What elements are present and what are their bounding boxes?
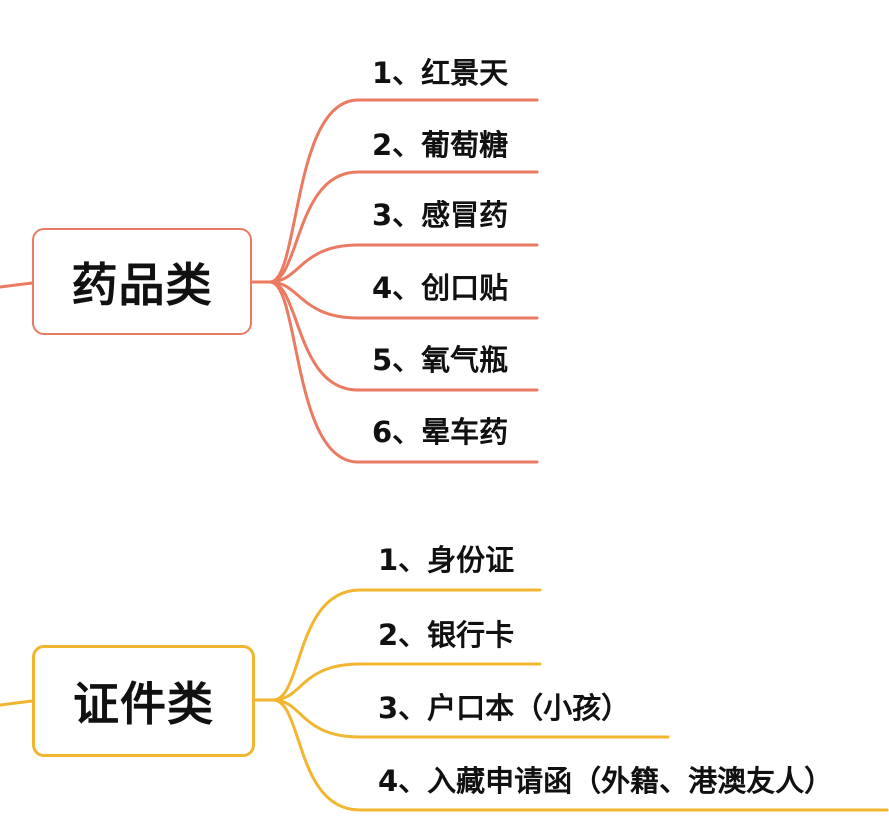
- branch-line: [253, 698, 889, 812]
- branch-line: [250, 280, 539, 464]
- subtopic-medicine-2[interactable]: 2、葡萄糖: [372, 128, 509, 162]
- document-branches: [0, 588, 889, 812]
- subtopic-medicine-5[interactable]: 5、氧气瓶: [372, 343, 509, 377]
- subtopic-documents-2[interactable]: 2、银行卡: [378, 618, 515, 652]
- subtopic-documents-4[interactable]: 4、入藏申请函（外籍、港澳友人）: [378, 764, 834, 798]
- topic-label: 证件类: [73, 677, 214, 731]
- subtopic-documents-1[interactable]: 1、身份证: [378, 543, 515, 577]
- medicine-branches: [0, 98, 539, 464]
- parent-connector: [0, 281, 34, 289]
- topic-documents[interactable]: 证件类: [32, 645, 255, 757]
- subtopic-medicine-1[interactable]: 1、红景天: [372, 56, 509, 90]
- topic-label: 药品类: [71, 257, 213, 312]
- topic-medicine[interactable]: 药品类: [32, 228, 252, 335]
- branch-line: [250, 98, 539, 284]
- subtopic-medicine-3[interactable]: 3、感冒药: [372, 198, 509, 232]
- subtopic-medicine-6[interactable]: 6、晕车药: [372, 415, 509, 449]
- subtopic-documents-3[interactable]: 3、户口本（小孩）: [378, 691, 631, 725]
- subtopic-medicine-4[interactable]: 4、创口贴: [372, 271, 509, 305]
- parent-connector: [0, 699, 34, 707]
